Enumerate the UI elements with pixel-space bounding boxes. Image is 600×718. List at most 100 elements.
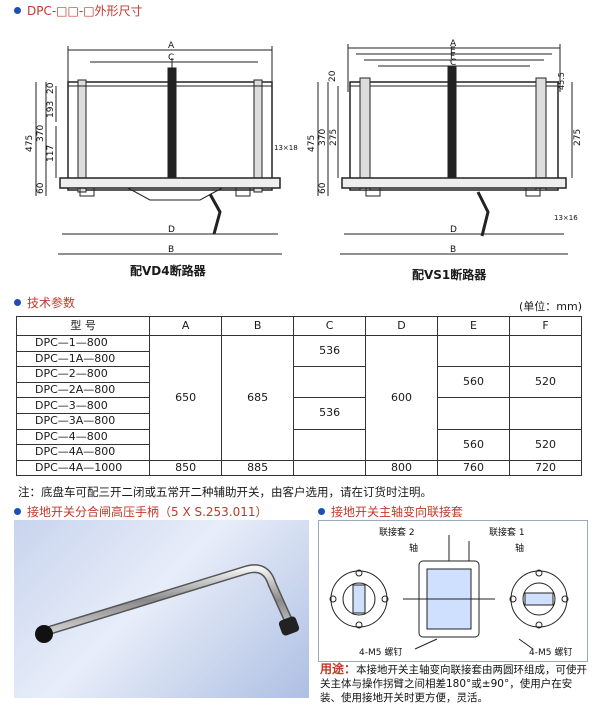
model-cell: DPC—4A—1000	[15, 459, 151, 477]
model-cell: DPC—4—800	[15, 428, 151, 446]
label-sleeve2: 联接套 2	[379, 526, 415, 538]
table-row: DPC—1—800 650 685 536 600	[15, 334, 583, 461]
dim-b-right: B	[450, 245, 456, 255]
col-header-a: A	[149, 316, 223, 336]
cell-f2: 520	[508, 428, 583, 461]
cell-b-group: 685	[221, 335, 295, 461]
dim-45-5: 45.5	[557, 72, 566, 90]
dim-13x16: 13×16	[554, 214, 578, 222]
dim-20-right: 20	[328, 70, 338, 82]
bullet-icon	[14, 299, 21, 306]
col-header-model: 型 号	[15, 316, 151, 336]
dim-c-right: C	[450, 58, 456, 68]
coupling-title: 接地开关主轴变向联接套	[331, 505, 464, 519]
section-header-handle: 接地开关分合闸高压手柄（5 X S.253.011）	[14, 503, 268, 520]
dim-c: C	[168, 53, 174, 63]
cell-f-empty2	[508, 397, 583, 430]
cell-e-empty1	[437, 334, 510, 368]
label-sleeve1: 联接套 1	[489, 526, 525, 538]
section-header-dimensions: DPC-□□-□外形尺寸	[14, 2, 143, 19]
table-row: DPC—1A—800	[15, 350, 582, 368]
col-header-e: E	[437, 316, 510, 336]
table-row: DPC—3—800 536	[15, 397, 583, 430]
table-row: DPC—4—800 560 520	[15, 428, 583, 461]
dim-d-right: D	[450, 225, 457, 235]
dim-370: 370	[36, 125, 46, 142]
dim-b: B	[168, 245, 174, 255]
bullet-icon	[318, 508, 325, 515]
model-cell: DPC—4A—800	[15, 444, 151, 461]
dimensions-title: DPC-□□-□外形尺寸	[27, 4, 143, 18]
cell-a-group: 650	[149, 335, 223, 461]
section-header-coupling: 接地开关主轴变向联接套	[318, 503, 463, 520]
model-cell: DPC—3A—800	[15, 412, 151, 430]
coupling-drawing: 联接套 2 联接套 1 轴 轴 4-M5 螺钉 4-M5 螺钉	[318, 520, 588, 662]
dim-a-right: A	[450, 39, 457, 49]
vs1-dimension-drawing: A E F C 20 45.5 475 370 275 275 60 13×16…	[307, 39, 583, 255]
cell-f-last: 720	[508, 459, 583, 477]
label-shaft-left: 轴	[409, 542, 418, 554]
vs1-caption: 配VS1断路器	[412, 268, 487, 282]
cell-c2: 536	[293, 397, 367, 430]
table-row: DPC—2A—800	[15, 381, 582, 399]
cell-e1: 560	[437, 366, 510, 399]
vd4-caption: 配VD4断路器	[130, 264, 206, 278]
dim-60-right: 60	[318, 182, 328, 194]
dim-475-right: 475	[307, 135, 317, 152]
cell-e-empty2	[437, 397, 510, 430]
cell-c1: 536	[293, 334, 367, 368]
model-cell: DPC—2A—800	[15, 381, 151, 399]
handle-illustration	[35, 564, 300, 643]
cell-c-empty2	[293, 428, 367, 461]
dim-e: E	[450, 46, 456, 56]
table-row: DPC—2—800 560 520	[15, 366, 583, 399]
dim-13x18: 13×18	[274, 144, 298, 152]
section-header-spec: 技术参数	[14, 294, 75, 311]
cell-c-last	[293, 459, 367, 477]
model-cell: DPC—1—800	[15, 335, 151, 352]
cell-d-group: 600	[365, 335, 439, 461]
cell-a-last: 850	[149, 459, 223, 477]
dim-370-right: 370	[318, 129, 328, 146]
handle-photo	[14, 520, 309, 698]
cell-e2: 560	[437, 428, 510, 461]
dim-60: 60	[36, 182, 46, 194]
dim-475: 475	[25, 135, 35, 152]
dim-275-right: 275	[573, 129, 583, 146]
spec-table: 型 号 A B C D E F DPC—1—800 650 685 536 60…	[15, 316, 583, 477]
model-cell: DPC—1A—800	[15, 350, 151, 368]
col-header-c: C	[293, 316, 367, 336]
dim-d: D	[168, 225, 175, 235]
dim-275-left: 275	[329, 129, 339, 146]
col-header-f: F	[508, 316, 583, 336]
cell-e-last: 760	[437, 459, 510, 477]
table-row: DPC—4A—1000 850 885 800 760 720	[15, 459, 583, 477]
spec-title: 技术参数	[27, 296, 76, 310]
vd4-dimension-drawing: A C 475 370 193 117 60 20 13×18 D B	[25, 41, 298, 255]
handle-knob-icon	[35, 625, 53, 643]
dim-117: 117	[46, 145, 56, 162]
unit-label: (单位：mm)	[518, 300, 582, 313]
cell-c-empty1	[293, 366, 367, 399]
label-shaft-right: 轴	[515, 542, 524, 554]
col-header-d: D	[365, 316, 439, 336]
model-cell: DPC—3—800	[15, 397, 151, 414]
col-header-b: B	[221, 316, 295, 336]
usage-text: 用途：本接地开关主轴变向联接套由两圆环组成，可使开关主体与操作拐臂之间相差180…	[320, 662, 590, 705]
usage-body: 本接地开关主轴变向联接套由两圆环组成，可使开关主体与操作拐臂之间相差180°或±…	[320, 664, 588, 704]
label-screw-right: 4-M5 螺钉	[529, 647, 572, 658]
cell-f-empty1	[508, 334, 583, 368]
cell-b-last: 885	[221, 459, 295, 477]
dim-a: A	[168, 41, 175, 51]
cell-f1: 520	[508, 366, 583, 399]
model-cell: DPC—2—800	[15, 366, 151, 383]
dim-20: 20	[46, 82, 56, 94]
usage-label: 用途：	[320, 662, 357, 676]
order-note: 注：底盘车可配三开二闭或五常开二种辅助开关，由客户选用，请在订货时注明。	[18, 485, 432, 499]
dim-193: 193	[46, 101, 56, 118]
table-header-row: 型 号 A B C D E F	[15, 316, 583, 336]
dim-f: F	[450, 52, 455, 62]
bullet-icon	[14, 508, 21, 515]
bullet-icon	[14, 7, 21, 14]
handle-title: 接地开关分合闸高压手柄（5 X S.253.011）	[27, 505, 268, 519]
